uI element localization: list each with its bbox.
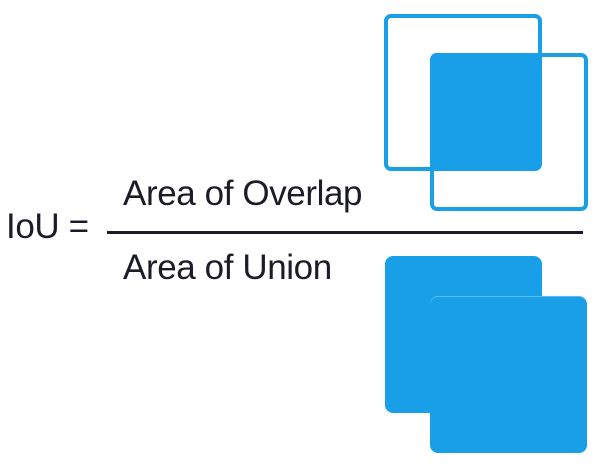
formula-numerator: Area of Overlap: [123, 174, 363, 213]
union-box-b-fill: [430, 296, 587, 453]
formula-lhs: IoU =: [6, 207, 89, 246]
intersection-fill: [430, 53, 542, 170]
fraction-bar: [107, 231, 583, 234]
formula-denominator: Area of Union: [123, 248, 332, 287]
